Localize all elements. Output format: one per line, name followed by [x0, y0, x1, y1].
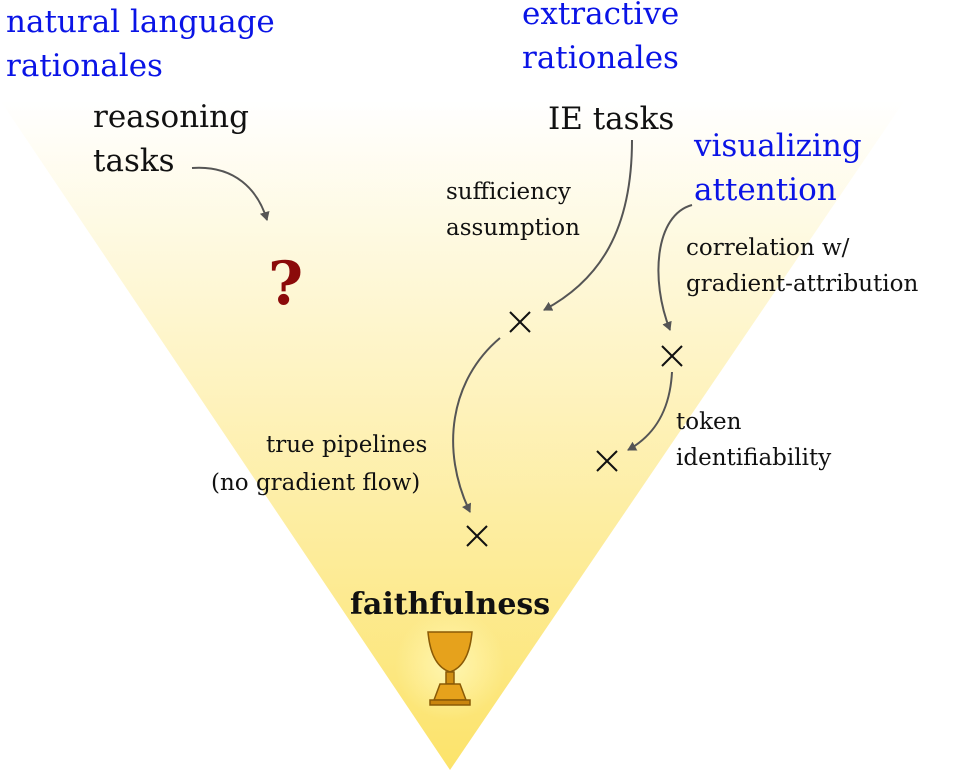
sufficiency-assumption-label: sufficiency assumption: [446, 179, 580, 241]
arrow-attention-to-correlation: [657, 204, 693, 331]
chalice-icon: [427, 631, 473, 706]
reasoning-tasks-label: reasoning tasks: [93, 99, 259, 179]
extractive-line: extractive: [522, 0, 679, 32]
token-identifiability-label: token identifiability: [676, 409, 831, 471]
correlation-label: correlation w/ gradient-attribution: [686, 235, 918, 297]
reasoning-line: reasoning: [93, 99, 249, 135]
cross-mark-icon: [661, 345, 683, 367]
extractive-line: rationales: [522, 40, 679, 76]
token-line: token: [676, 409, 742, 435]
natural-language-line: rationales: [6, 48, 163, 84]
extractive-rationales-heading: extractive rationales: [522, 0, 689, 76]
pipelines-line: true pipelines: [266, 432, 427, 458]
cross-mark-icon: [466, 525, 488, 547]
correlation-line: gradient-attribution: [686, 271, 918, 297]
arrow-sufficiency-to-pipelines: [452, 337, 501, 513]
arrow-ie-to-sufficiency: [543, 139, 633, 311]
ie-tasks-label: IE tasks: [548, 101, 674, 137]
pipelines-line: (no gradient flow): [211, 470, 420, 496]
sufficiency-line: assumption: [446, 215, 580, 241]
visualizing-attention-heading: visualizing attention: [693, 128, 872, 208]
faithfulness-label: faithfulness: [350, 587, 550, 622]
visualizing-line: attention: [694, 172, 837, 208]
natural-language-rationales-heading: natural language rationales: [6, 4, 285, 84]
correlation-line: correlation w/: [686, 235, 850, 261]
arrow-reasoning-to-question: [191, 166, 270, 221]
sufficiency-line: sufficiency: [446, 179, 571, 205]
question-mark: ?: [268, 249, 303, 319]
cross-mark-icon: [596, 450, 618, 472]
visualizing-line: visualizing: [693, 128, 862, 164]
true-pipelines-label: true pipelines (no gradient flow): [211, 432, 435, 496]
token-line: identifiability: [676, 445, 831, 471]
cross-mark-icon: [509, 311, 531, 333]
arrow-correlation-to-token: [627, 371, 673, 451]
reasoning-line: tasks: [93, 143, 175, 179]
natural-language-line: natural language: [6, 4, 275, 40]
